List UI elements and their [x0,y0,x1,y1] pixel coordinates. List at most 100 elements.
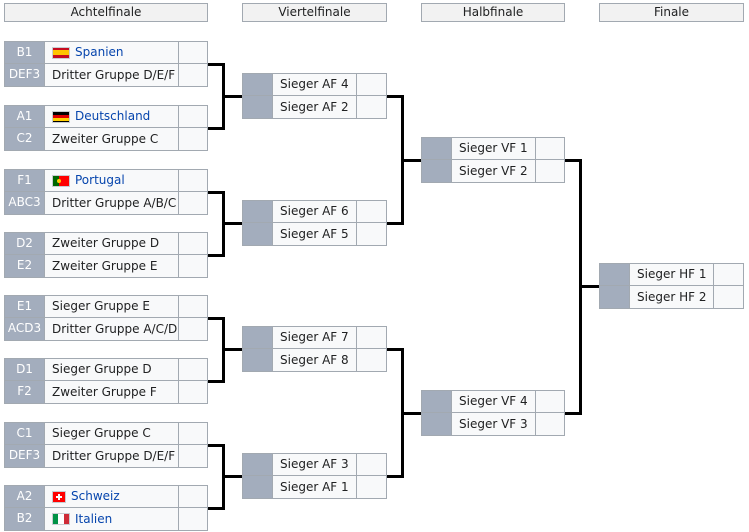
team-link[interactable]: Italien [75,511,113,526]
team-link[interactable]: Spanien [75,45,124,59]
team-cell: Sieger HF 2 [629,286,714,309]
team-cell: Sieger AF 3 [272,453,357,476]
bracket-connector-line [565,159,581,162]
team-cell[interactable]: Italien [44,508,179,531]
team-name: Sieger VF 4 [459,394,528,408]
quarter-team-row: Sieger AF 8 [242,349,387,372]
team-name: Dritter Gruppe A/B/C [52,195,177,210]
bracket-connector-line [579,285,599,288]
team-name: Sieger AF 1 [280,479,349,494]
team-name: Zweiter Gruppe C [52,131,159,146]
score-cell [179,318,208,341]
seed-cell [242,96,272,119]
score-cell [179,358,208,381]
final-team-row: Sieger HF 1 [599,263,744,286]
score-cell [357,476,387,499]
score-cell [179,381,208,404]
team-name: Sieger VF 3 [459,416,528,431]
seed-cell: E1 [4,295,44,318]
seed-cell: D1 [4,358,44,381]
score-cell [179,232,208,255]
team-cell: Sieger AF 4 [272,73,357,96]
quarter-team-row: Sieger AF 7 [242,326,387,349]
round-header-halbfinale: Halbfinale [421,3,565,22]
score-cell [357,223,387,246]
score-cell [714,286,744,309]
bracket-connector-line [565,412,581,415]
bracket-connector-line [401,412,421,415]
bracket-connector-line [208,127,224,130]
portugal-flag-icon [52,174,70,187]
team-cell: Sieger AF 1 [272,476,357,499]
team-name: Sieger VF 2 [459,163,528,178]
quarter-team-row: Sieger AF 2 [242,96,387,119]
team-cell: Sieger VF 4 [451,390,536,413]
score-cell [179,485,208,508]
team-name: Zweiter Gruppe D [52,236,160,250]
round16-team-row: ACD3 Dritter Gruppe A/C/D [4,318,208,341]
team-cell: Zweiter Gruppe F [44,381,179,404]
team-name: Dritter Gruppe A/C/D [52,321,178,336]
team-name: Sieger HF 1 [637,267,707,281]
seed-cell [421,137,451,160]
score-cell [536,137,565,160]
round-header-viertelfinale: Viertelfinale [242,3,387,22]
semi-team-row: Sieger VF 1 [421,137,565,160]
team-cell: Sieger VF 2 [451,160,536,183]
italy-flag-icon [52,513,70,525]
team-cell: Sieger VF 3 [451,413,536,436]
seed-cell: B1 [4,41,44,64]
seed-cell [242,476,272,499]
semi-team-row: Sieger VF 3 [421,413,565,436]
bracket-connector-line [222,95,242,98]
team-cell[interactable]: Deutschland [44,105,179,128]
quarter-team-row: Sieger AF 3 [242,453,387,476]
semi-team-row: Sieger VF 4 [421,390,565,413]
round-header-achtelfinale: Achtelfinale [4,3,208,22]
team-cell: Sieger Gruppe E [44,295,179,318]
team-cell: Sieger Gruppe D [44,358,179,381]
team-name: Sieger AF 5 [280,226,349,241]
seed-cell: C2 [4,128,44,151]
team-name: Zweiter Gruppe E [52,258,158,273]
team-name: Dritter Gruppe D/E/F [52,448,176,463]
round16-team-row: D1 Sieger Gruppe D [4,358,208,381]
seed-cell [242,326,272,349]
bracket-connector-line [208,317,224,320]
bracket-connector-line [222,348,242,351]
team-cell[interactable]: Spanien [44,41,179,64]
round-header-finale: Finale [599,3,744,22]
score-cell [179,295,208,318]
team-name: Sieger AF 4 [280,77,349,91]
team-name: Sieger Gruppe D [52,362,152,376]
team-link[interactable]: Portugal [75,173,125,187]
score-cell [179,445,208,468]
score-cell [179,105,208,128]
team-cell: Sieger AF 8 [272,349,357,372]
team-cell: Sieger Gruppe C [44,422,179,445]
team-cell[interactable]: Schweiz [44,485,179,508]
team-cell[interactable]: Portugal [44,169,179,192]
seed-cell [242,200,272,223]
seed-cell [421,390,451,413]
bracket-connector-line [387,222,403,225]
team-cell: Sieger VF 1 [451,137,536,160]
seed-cell [599,286,629,309]
seed-cell [421,413,451,436]
bracket-connector-line [208,63,224,66]
seed-cell [242,349,272,372]
team-link[interactable]: Deutschland [75,109,151,123]
seed-cell: F2 [4,381,44,404]
seed-cell: ACD3 [4,318,44,341]
score-cell [179,64,208,87]
team-cell: Dritter Gruppe A/B/C [44,192,179,215]
team-link[interactable]: Schweiz [71,489,120,503]
score-cell [179,128,208,151]
